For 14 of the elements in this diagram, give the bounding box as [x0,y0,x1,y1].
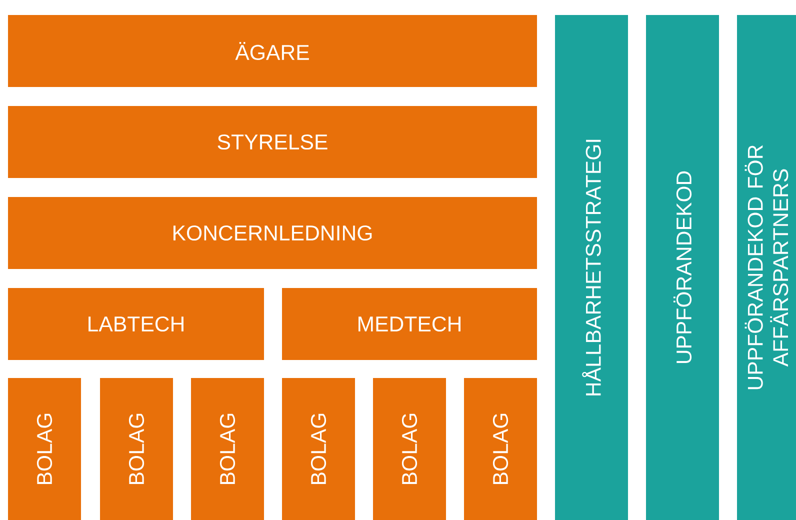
company-column: BOLAG [464,378,537,520]
company-column: BOLAG [8,378,81,520]
division-bar: LABTECH [8,288,264,360]
company-column: BOLAG [100,378,173,520]
level-bar: KONCERNLEDNING [8,197,537,269]
level-bar: ÄGARE [8,15,537,87]
level-bar: STYRELSE [8,106,537,178]
policy-column: UPPFÖRANDEKOD FÖR AFFÄRSPARTNERS [737,15,796,520]
division-bar: MEDTECH [282,288,537,360]
policy-column: HÅLLBARHETSSTRATEGI [555,15,628,520]
policy-column: UPPFÖRANDEKOD [646,15,719,520]
company-column: BOLAG [282,378,355,520]
company-column: BOLAG [373,378,446,520]
company-column: BOLAG [191,378,264,520]
